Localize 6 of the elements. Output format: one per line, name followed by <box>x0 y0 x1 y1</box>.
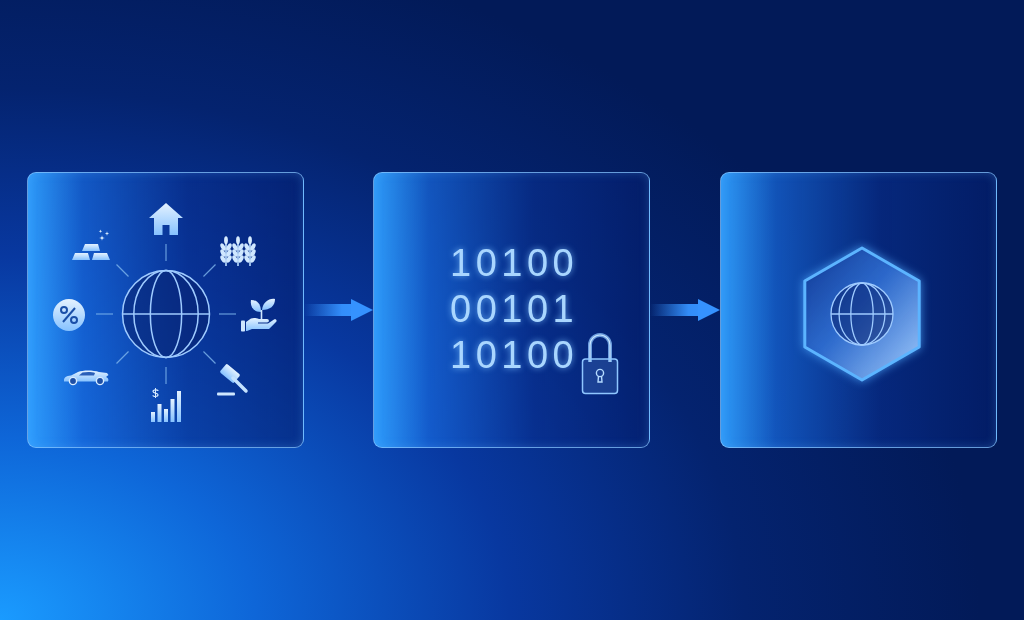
arrow <box>650 299 720 321</box>
icon-panel <box>27 172 304 448</box>
binary-code-panel <box>373 172 650 448</box>
hexagon-panel <box>720 172 997 448</box>
arrow <box>304 299 373 321</box>
binary-code-text: 10100 00101 10100 <box>450 241 579 378</box>
